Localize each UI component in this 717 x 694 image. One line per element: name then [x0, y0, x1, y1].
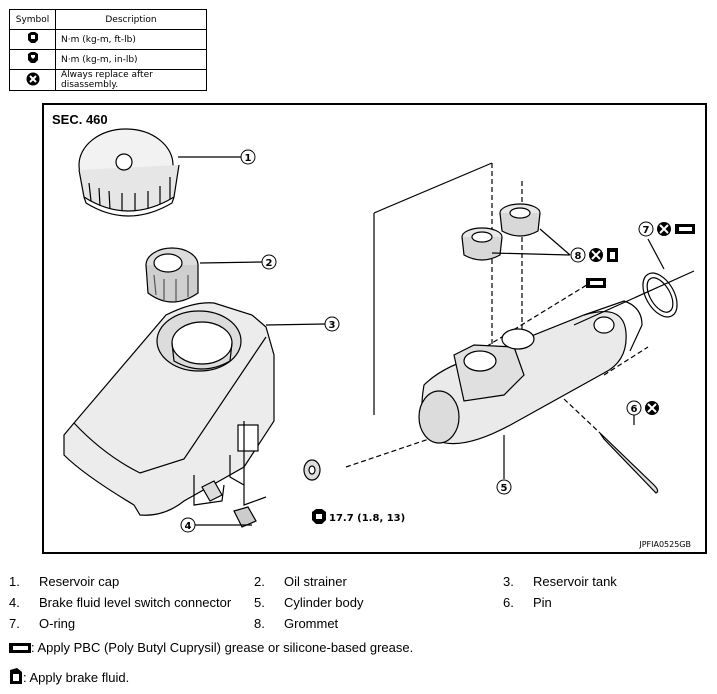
- svg-text:3: 3: [329, 320, 336, 331]
- cylinder-body-drawing: [418, 300, 643, 445]
- reservoir-cap-drawing: [78, 128, 180, 217]
- grease-icon-7: [675, 224, 695, 234]
- brake-fluid-icon: [10, 668, 22, 684]
- oil-strainer-drawing: [145, 247, 199, 303]
- o-ring-drawing: [642, 272, 678, 318]
- torque-nm-inlb-icon: [27, 52, 38, 63]
- grease-icon-body: [586, 278, 606, 288]
- always-replace-icon: [26, 72, 39, 85]
- diagram-frame: SEC. 460: [42, 103, 707, 554]
- callout-2: 2: [261, 254, 277, 270]
- torque-nm-icon: [27, 32, 38, 43]
- pin-drawing: [563, 398, 659, 494]
- section-label: SEC. 460: [52, 112, 108, 127]
- reservoir-tank-drawing: [63, 302, 275, 516]
- legend-text-replace: Always replace after disassembly.: [55, 69, 207, 91]
- legend-header-description: Description: [55, 9, 207, 30]
- grease-note: : Apply PBC (Poly Butyl Cuprysil) grease…: [9, 640, 413, 655]
- brake-fluid-icon-8: [607, 248, 618, 262]
- replace-icon-8: [589, 248, 603, 262]
- svg-text:4: 4: [185, 521, 192, 532]
- callout-markers: 1 2 3 4 5 6 7 8: [180, 149, 654, 533]
- callout-6: 6: [626, 400, 642, 416]
- torque-value: 17.7 (1.8, 13): [329, 513, 406, 524]
- svg-text:6: 6: [631, 404, 638, 415]
- svg-text:2: 2: [266, 258, 273, 269]
- fluid-note-text: : Apply brake fluid.: [23, 670, 130, 685]
- replace-icon-7: [657, 222, 671, 236]
- symbol-legend-table: Symbol Description N·m (kg-m, ft-lb) N·m…: [9, 9, 207, 91]
- callout-1: 1: [240, 149, 256, 165]
- level-switch-connector-drawing: [201, 480, 257, 528]
- grommet-drawing: [461, 203, 541, 261]
- callout-7: 7: [638, 221, 654, 237]
- legend-header-symbol: Symbol: [9, 9, 56, 30]
- grease-note-text: : Apply PBC (Poly Butyl Cuprysil) grease…: [31, 640, 414, 655]
- master-cylinder-exploded-view: 1 2 3 4 5 6 7 8: [63, 128, 695, 533]
- replace-icon-6: [645, 401, 659, 415]
- svg-text:5: 5: [501, 483, 508, 494]
- legend-text-nm: N·m (kg-m, ft-lb): [55, 29, 207, 50]
- svg-text:8: 8: [575, 251, 582, 262]
- callout-3: 3: [324, 316, 340, 332]
- svg-text:7: 7: [643, 225, 650, 236]
- figure-code: JPFIA0525GB: [639, 540, 691, 549]
- callout-8: 8: [570, 247, 586, 263]
- mounting-nut-drawing: [303, 459, 321, 481]
- grease-icon: [9, 643, 31, 653]
- torque-spec: 17.7 (1.8, 13): [329, 513, 405, 524]
- torque-icon-diagram: [312, 509, 326, 524]
- svg-text:1: 1: [245, 153, 252, 164]
- callout-5: 5: [496, 479, 512, 495]
- legend-text-inlb: N·m (kg-m, in-lb): [55, 49, 207, 70]
- fluid-note: : Apply brake fluid.: [9, 668, 129, 685]
- callout-4: 4: [180, 517, 196, 533]
